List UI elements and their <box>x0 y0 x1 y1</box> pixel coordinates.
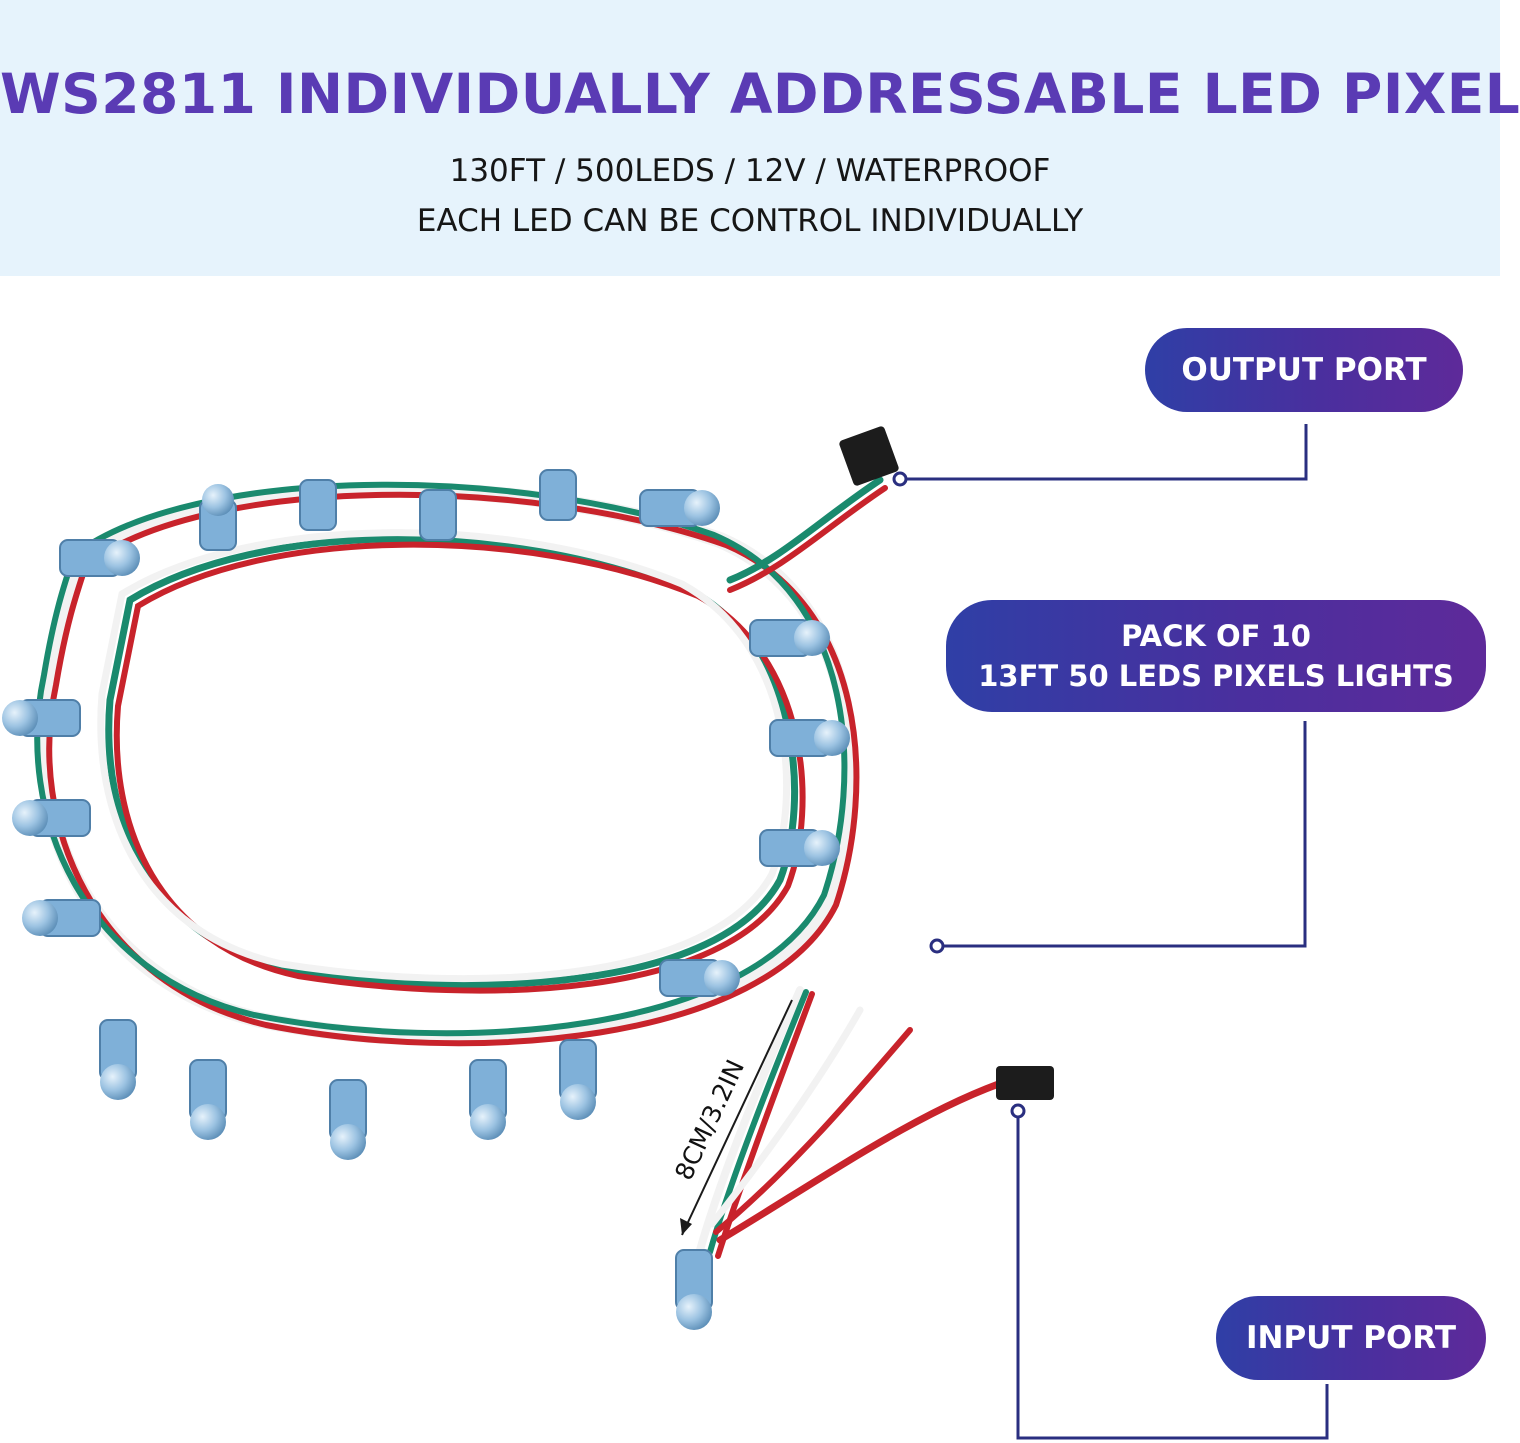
leader-lines <box>901 424 1329 1440</box>
page-title: WS2811 INDIVIDUALLY ADDRESSABLE LED PIXE… <box>0 62 1520 126</box>
led-pixels <box>2 469 850 1330</box>
output-port-label: OUTPUT PORT <box>1181 352 1427 388</box>
header-banner <box>0 0 1500 276</box>
tagline: EACH LED CAN BE CONTROL INDIVIDUALLY <box>416 203 1084 239</box>
output-port-callout: OUTPUT PORT <box>1145 328 1463 412</box>
input-port-callout: INPUT PORT <box>1216 1296 1486 1380</box>
pack-description-label: 13FT 50 LEDS PIXELS LIGHTS <box>978 659 1454 693</box>
connector-icon <box>839 426 1054 1100</box>
specs-line: 130FT / 500LEDS / 12V / WATERPROOF <box>449 153 1051 189</box>
wire-ring <box>34 476 1014 1259</box>
led-pixel-icon <box>59 539 140 577</box>
input-port-label: INPUT PORT <box>1245 1320 1456 1356</box>
anchor-points <box>892 471 1026 1119</box>
pack-count-label: PACK OF 10 <box>1121 619 1311 653</box>
pack-callout: PACK OF 10 13FT 50 LEDS PIXELS LIGHTS <box>946 600 1486 712</box>
dimension-arrow <box>680 999 793 1236</box>
